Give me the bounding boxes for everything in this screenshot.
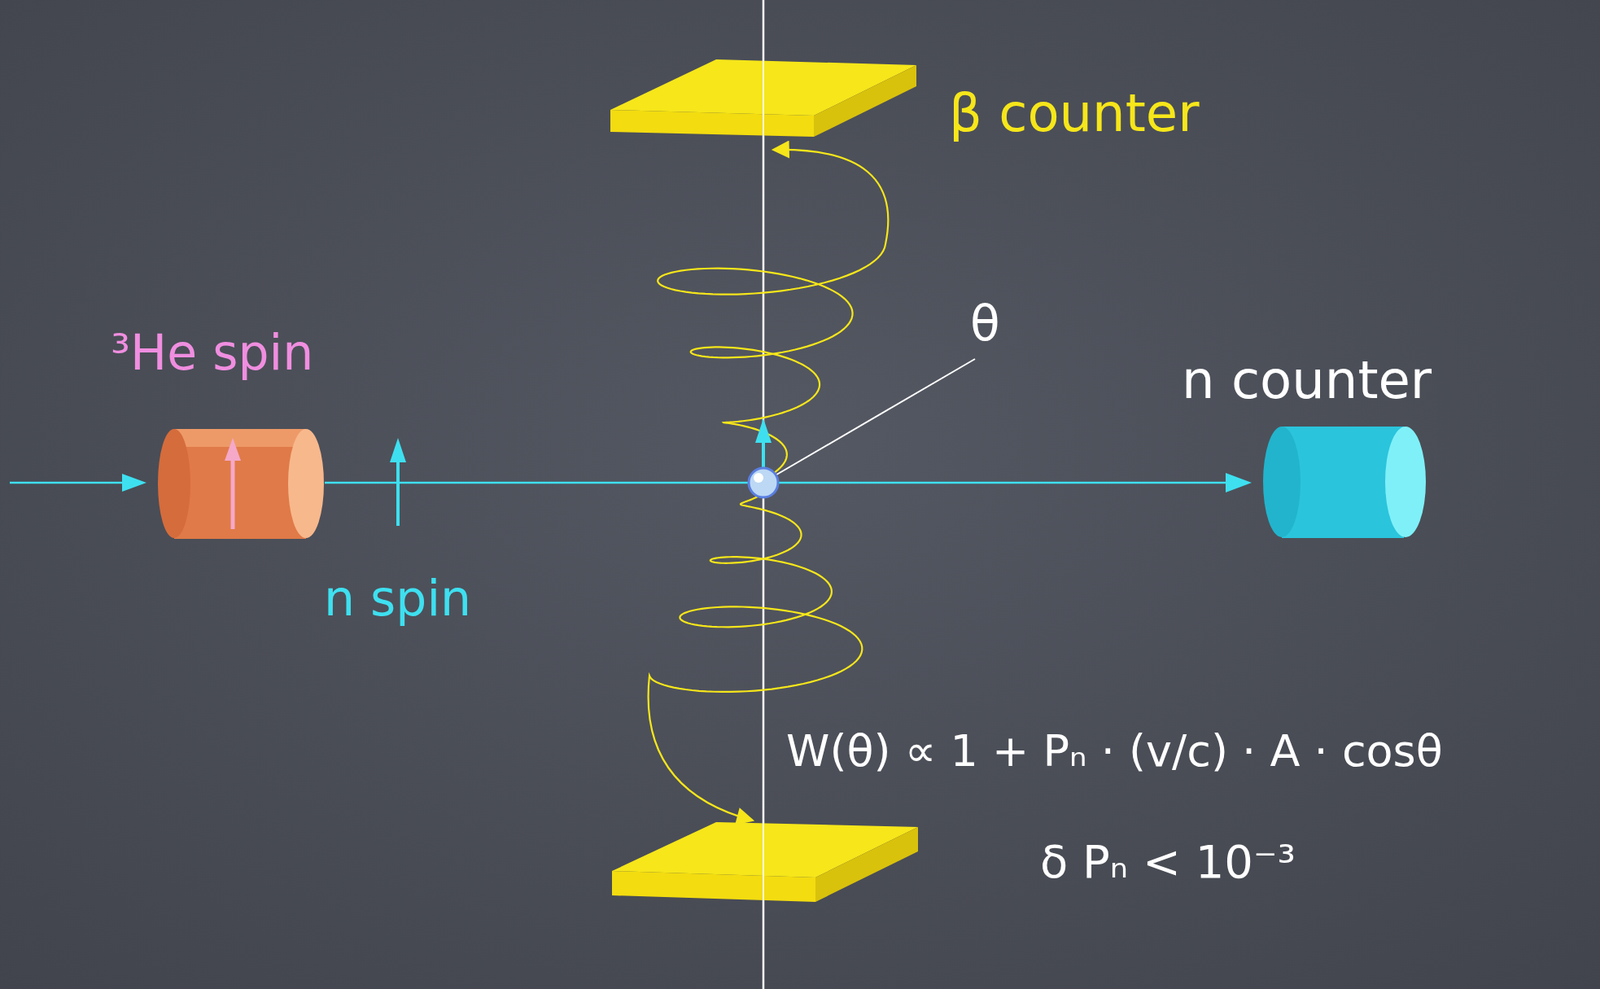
angle-leader — [768, 358, 975, 480]
electron-spiral — [648, 149, 889, 821]
beam-arrowhead — [122, 473, 147, 492]
angle-label: θ — [970, 296, 1001, 350]
spin-label: ³He spin — [110, 325, 314, 380]
electron-track — [657, 149, 888, 481]
beta-counter-plate — [612, 821, 919, 902]
spin-label: n spin — [323, 571, 472, 626]
counter-label: n counter — [1181, 351, 1432, 409]
beam-line — [9, 481, 140, 485]
beam-arrowhead — [1225, 472, 1252, 493]
formula: δ Pₙ < 10⁻³ — [1040, 836, 1296, 888]
he3-cell — [157, 428, 324, 539]
decaying-neutron — [748, 418, 779, 498]
counter-label: β counter — [948, 84, 1199, 142]
neutron-spin-arrow — [389, 437, 407, 526]
formula: W(θ) ∝ 1 + Pₙ · (v/c) · A · cosθ — [786, 726, 1443, 775]
n-counter-cylinder — [1263, 426, 1426, 538]
